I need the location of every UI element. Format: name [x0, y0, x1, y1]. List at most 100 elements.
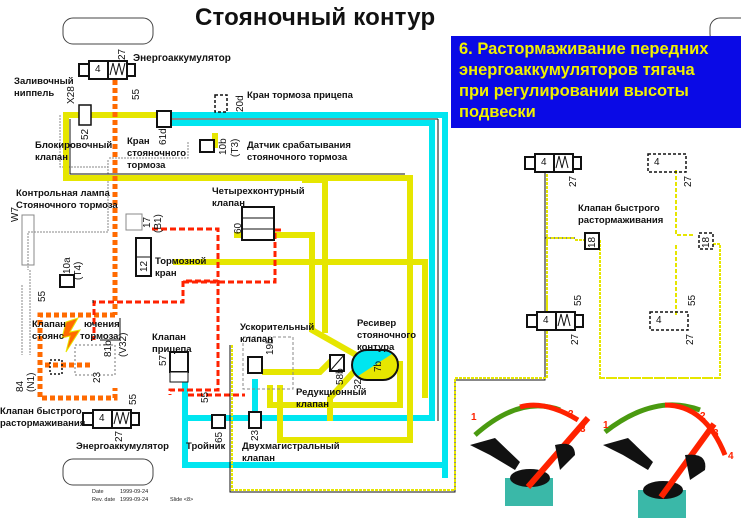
orange-dashed-lines — [37, 80, 118, 401]
label-accumulator-top: Энергоаккумулятор — [133, 53, 231, 64]
label-relay-valve-2: клапан — [240, 334, 273, 345]
lever-right-pos-2: 2 — [700, 411, 706, 422]
num-84: 84 — [15, 380, 26, 392]
lever-right-pos-3: 3 — [713, 428, 719, 439]
num-23-mid: 23 — [250, 429, 261, 441]
label-blocking-valve-2: клапан — [35, 152, 68, 163]
info-box: 6. Растормаживание передних энергоаккуму… — [451, 36, 741, 128]
footer-slide: Slide <8> — [170, 497, 194, 503]
num-27-bottom: 27 — [114, 430, 125, 442]
num-61d: 61d — [158, 128, 169, 145]
num-t4: (T4) — [73, 261, 84, 280]
label-control-lamp-2: Стояночного тормоза — [16, 200, 118, 211]
num-27-top: 27 — [117, 48, 128, 60]
footer-rev-value: 1999-09-24 — [120, 497, 149, 503]
label-reducing-valve-2: клапан — [296, 399, 329, 410]
num-19b: 19b — [265, 338, 276, 355]
label-quick-release-left: Клапан быстрого — [0, 406, 82, 417]
relay-valve — [247, 356, 263, 374]
right-phantom-components — [647, 153, 714, 331]
accumulator-bottom-rod — [82, 412, 94, 426]
label-locking-valve-2b: тормоза — [80, 331, 119, 342]
label-sensor-2: стояночного тормоза — [247, 152, 348, 163]
right-accumulator-bottom-cap — [574, 314, 584, 328]
num-55-top: 55 — [131, 88, 142, 100]
parking-brake-valve — [156, 110, 172, 128]
num-55-mid: 55 — [200, 391, 211, 403]
lever-right-pos-4: 4 — [728, 451, 734, 462]
num-58b: 58b — [335, 368, 346, 385]
label-locking-valve-b: ючения — [84, 319, 120, 330]
num-right-55: 55 — [573, 294, 584, 306]
num-4-bottom: 4 — [99, 413, 105, 424]
accumulator-top-cap — [126, 63, 136, 77]
num-t3: (T3) — [230, 138, 241, 157]
parking-lever-right — [603, 402, 728, 518]
wheel-outline-bottom — [62, 458, 154, 486]
phantom-accumulator-bottom — [649, 311, 689, 331]
components — [21, 60, 345, 429]
label-parking-brake-valve-3: тормоза — [127, 160, 166, 171]
label-trailer-valve: Клапан — [152, 332, 186, 343]
accumulator-bottom-cap — [130, 412, 140, 426]
right-yellow-dotted-lines — [231, 162, 721, 491]
label-receiver-3: контура — [357, 342, 395, 353]
parking-brake-sensor — [199, 139, 215, 153]
num-23-left: 23 — [92, 371, 103, 383]
wheel-outline-top — [62, 17, 154, 45]
label-parking-brake-valve-2: стояночного — [127, 148, 187, 159]
tee — [211, 414, 226, 429]
trailer-control-valve-ports — [169, 371, 189, 383]
yellow-lines — [63, 112, 428, 443]
num-65: 65 — [214, 431, 225, 443]
num-7b: 7b — [373, 360, 384, 372]
phantom-accumulator-top — [647, 153, 687, 173]
num-x28: X28 — [66, 86, 77, 104]
right-accumulator-top-rod — [524, 156, 536, 170]
footer-date-label: Date — [92, 489, 104, 495]
control-lamp — [21, 214, 35, 266]
right-accumulator-top-cap — [572, 156, 582, 170]
yellow-line-borders — [69, 119, 405, 175]
right-quick-release-valve — [584, 232, 600, 250]
label-brake-valve-2: кран — [155, 268, 177, 279]
label-four-circuit-valve-2: клапан — [212, 198, 245, 209]
blocking-valve — [78, 104, 92, 126]
locking-valve-81b — [74, 344, 116, 376]
num-phantom-18: 18 — [701, 236, 712, 248]
brake-sensor-b1 — [125, 213, 143, 231]
label-trailer-brake-valve: Кран тормоза прицепа — [247, 90, 353, 101]
right-accumulator-bottom-rod — [526, 314, 538, 328]
num-55-bottom: 55 — [128, 393, 139, 405]
info-line: при регулировании высоты — [459, 82, 689, 100]
accumulator-top-rod — [78, 63, 90, 77]
num-17: 17 — [142, 216, 153, 228]
label-parking-brake-valve: Кран — [127, 136, 150, 147]
num-10b: 10b — [218, 138, 229, 155]
quick-release-valve-left — [49, 359, 63, 375]
trailer-brake-valve — [214, 94, 228, 113]
label-quick-release-right: Клапан быстрого — [578, 203, 660, 214]
num-20d: 20d — [235, 95, 246, 112]
parking-lever-left — [470, 402, 591, 506]
label-receiver: Ресивер — [357, 318, 397, 329]
lever-left-pos-1: 1 — [471, 412, 477, 423]
label-filler-nipple: Заливочный — [14, 76, 74, 87]
num-b1: (B1) — [153, 214, 164, 233]
num-right-27-top: 27 — [568, 175, 579, 187]
label-trailer-valve-2: прицепа — [152, 344, 192, 355]
num-right-4-top: 4 — [541, 157, 547, 168]
red-dashed-lines — [92, 227, 282, 397]
num-phantom-55: 55 — [687, 294, 698, 306]
label-brake-valve: Тормозной — [155, 256, 207, 267]
label-sensor: Датчик срабатывания — [247, 140, 351, 151]
four-circuit-valve — [241, 206, 275, 241]
label-locking-valve: Клапан — [32, 319, 66, 330]
label-two-line-valve: Двухмагистральный — [242, 441, 340, 452]
label-blocking-valve: Блокировочный — [35, 140, 113, 151]
switch-10a — [59, 274, 75, 288]
label-quick-release-left-2: растормаживания — [0, 418, 86, 429]
two-line-valve — [248, 411, 262, 429]
num-4-top: 4 — [95, 64, 101, 75]
